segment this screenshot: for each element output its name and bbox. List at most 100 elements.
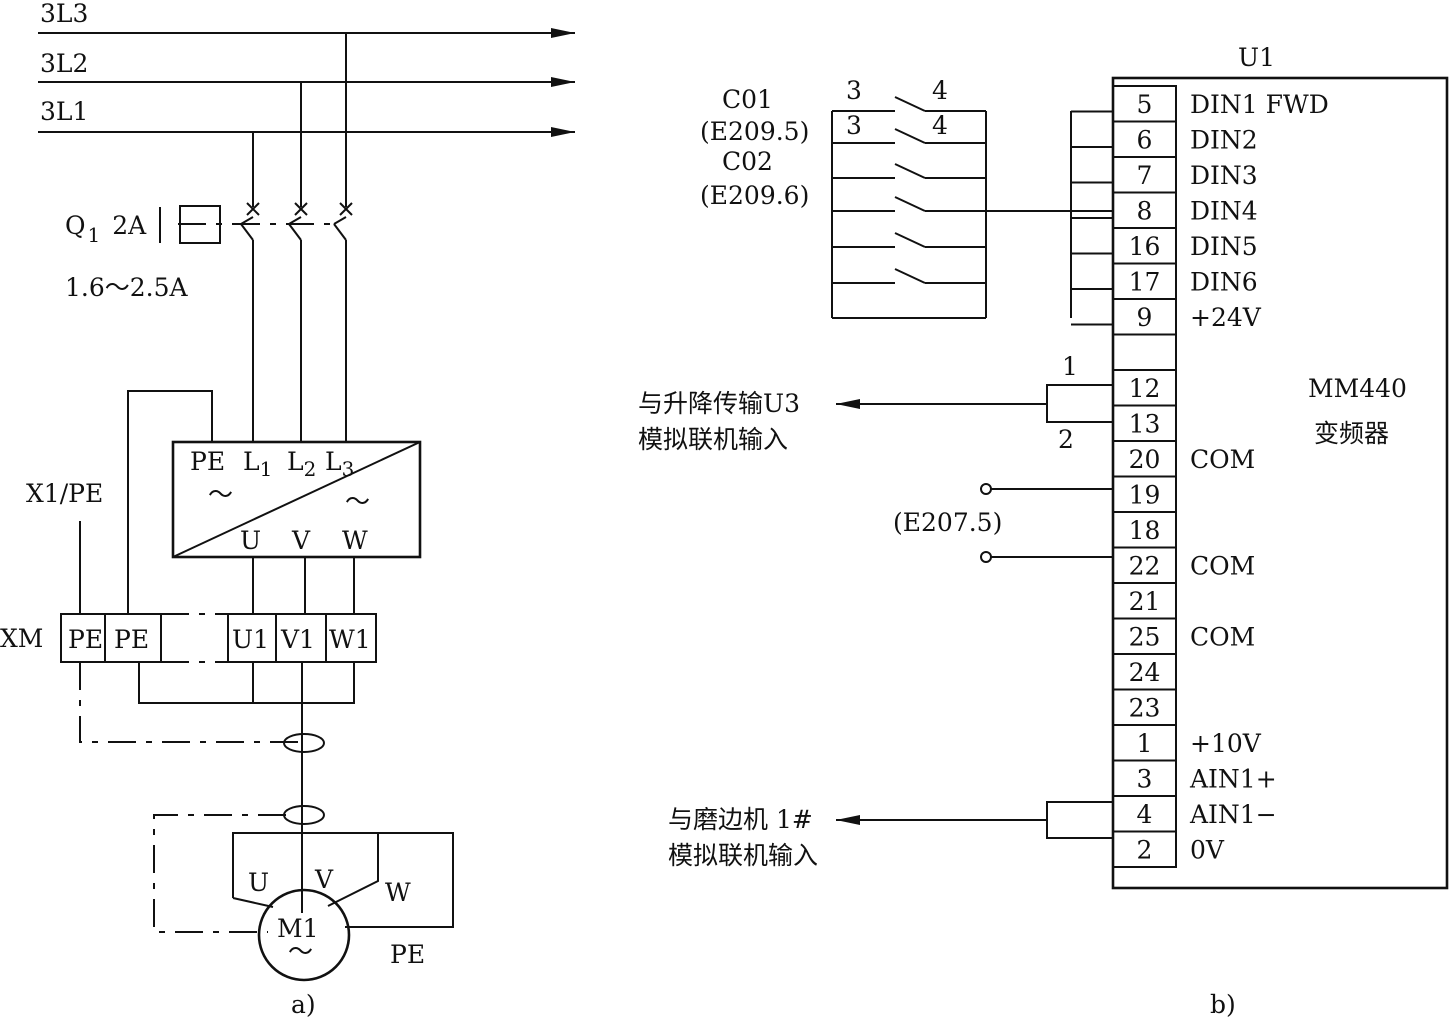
svg-text:XM: XM (0, 624, 43, 653)
terminal-number: 1 (1137, 729, 1153, 758)
mm440-box (1111, 76, 1449, 890)
svg-text:C01: C01 (722, 85, 773, 114)
input-e207: (E207.5) (893, 483, 1113, 563)
terminal-label: 0V (1190, 836, 1225, 865)
terminal-label: COM (1190, 552, 1255, 581)
svg-text:3: 3 (846, 76, 862, 105)
cable-shield-ring-upper (283, 733, 325, 753)
terminal-label: DIN4 (1190, 197, 1258, 226)
terminal-13: 13 (1112, 404, 1177, 442)
terminal-23: 23 (1112, 688, 1177, 726)
analog-link-grinder: 与磨边机 1# 模拟联机输入 (668, 801, 1113, 870)
svg-text:C02: C02 (722, 147, 773, 176)
svg-text:3L1: 3L1 (40, 97, 88, 126)
contact-block: C01 (E209.5) C02 (E209.6) 3 4 3 4 (700, 76, 1113, 319)
svg-text:～: ～ (208, 480, 233, 509)
terminal-label: COM (1190, 623, 1255, 652)
svg-text:PE: PE (390, 940, 425, 969)
bus-3l3: 3L3 (38, 0, 575, 38)
svg-text:2: 2 (1058, 425, 1074, 454)
terminal-number: 9 (1137, 303, 1153, 332)
motor-m1: M1 ～ U V W PE (232, 832, 454, 982)
din-bracket (1070, 110, 1113, 326)
terminal-21: 21 (1112, 582, 1177, 620)
svg-text:M1: M1 (277, 914, 319, 943)
contact-1 (832, 96, 986, 112)
svg-text:～: ～ (345, 487, 370, 516)
terminal-label: DIN2 (1190, 126, 1258, 155)
svg-text:模拟联机输入: 模拟联机输入 (638, 425, 788, 454)
terminal-9: 9 +24V (1112, 298, 1262, 336)
terminal-8: 8 DIN4 (1112, 191, 1258, 229)
contact-6 (832, 268, 986, 284)
terminal-19: 19 (1112, 475, 1177, 513)
terminal-number: 8 (1137, 197, 1153, 226)
svg-text:～: ～ (288, 937, 313, 966)
svg-text:(E207.5): (E207.5) (893, 508, 1002, 537)
svg-text:V: V (291, 526, 311, 555)
terminal-label: COM (1190, 445, 1255, 474)
xm-terminal-strip: XM PE PE U1 V1 W1 (0, 613, 377, 663)
bus-3l2: 3L2 (38, 49, 575, 87)
contact-2 (832, 128, 986, 144)
terminal-label: AIN1− (1189, 800, 1277, 829)
breaker-range: 1.6～2.5A (65, 273, 189, 302)
bus-3l1: 3L1 (38, 97, 575, 137)
terminal-number: 23 (1129, 694, 1161, 723)
terminal-number: 3 (1137, 765, 1153, 794)
terminal-number: 17 (1129, 268, 1161, 297)
contact-4 (832, 196, 986, 212)
svg-text:(E209.5): (E209.5) (700, 117, 809, 146)
svg-text:PE: PE (190, 447, 225, 476)
svg-text:4: 4 (932, 111, 948, 140)
terminal-12: 12 (1112, 369, 1177, 407)
svg-text:L1: L1 (243, 447, 272, 481)
terminal-number: 16 (1129, 232, 1161, 261)
svg-text:3L2: 3L2 (40, 49, 88, 78)
terminal-number: 18 (1129, 516, 1161, 545)
terminal-number: 2 (1137, 836, 1153, 865)
terminal-number: 13 (1129, 410, 1161, 439)
terminal-number: 20 (1129, 445, 1161, 474)
analog-link-u3: 1 2 与升降传输U3 模拟联机输入 (638, 352, 1113, 454)
svg-text:U: U (248, 868, 269, 897)
caption-a: a) (291, 990, 316, 1019)
terminal-number: 19 (1129, 481, 1161, 510)
terminal-2: 2 0V (1112, 830, 1225, 868)
terminal-1: 1 +10V (1112, 724, 1262, 762)
terminal-number: 22 (1129, 552, 1161, 581)
caption-b: b) (1210, 990, 1236, 1019)
terminal-number: 12 (1129, 374, 1161, 403)
svg-text:L3: L3 (325, 447, 354, 481)
terminal-number: 21 (1129, 587, 1161, 616)
x1pe-label: X1/PE (26, 479, 103, 508)
svg-text:(E209.6): (E209.6) (700, 181, 809, 210)
terminal-24: 24 (1112, 653, 1177, 691)
svg-text:1: 1 (1062, 352, 1078, 381)
terminal-label: +24V (1190, 303, 1262, 332)
svg-text:4: 4 (932, 76, 948, 105)
terminal-22: 22 COM (1112, 546, 1255, 584)
terminal-20: 20 COM (1112, 440, 1255, 478)
svg-text:3L3: 3L3 (40, 0, 88, 28)
svg-text:V: V (314, 865, 334, 894)
terminal-blank (1112, 333, 1177, 371)
svg-text:W: W (342, 526, 368, 555)
svg-text:与升降传输U3: 与升降传输U3 (638, 389, 800, 418)
terminal-number: 24 (1129, 658, 1161, 687)
terminal-label: AIN1+ (1189, 765, 1277, 794)
terminal-label: +10V (1190, 729, 1262, 758)
svg-text:V1: V1 (280, 625, 315, 654)
